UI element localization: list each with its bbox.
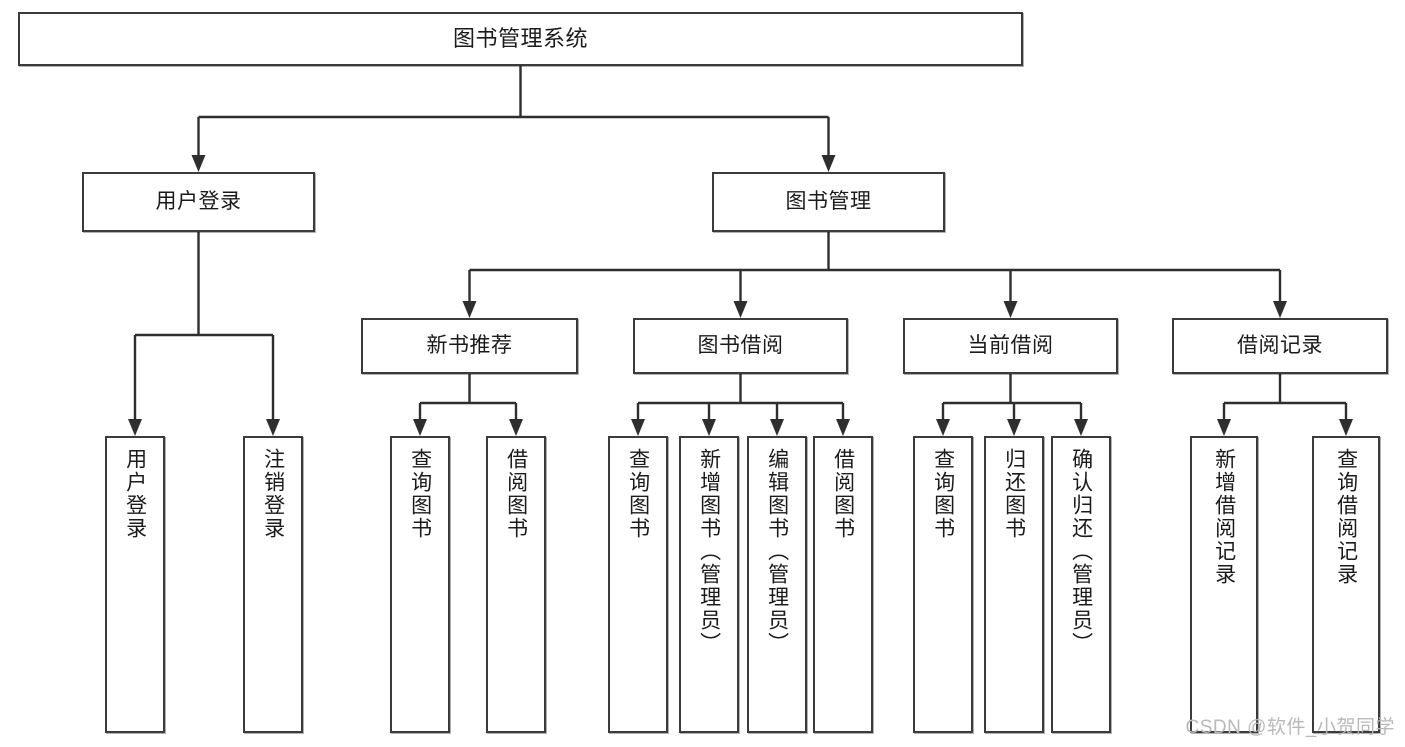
- node-bookmgmt[interactable]: 图书管理: [712, 172, 945, 232]
- arrowhead-leaf-add-book: [702, 419, 716, 436]
- node-leaf-add-book[interactable]: 新增图书（管理员）: [679, 436, 739, 733]
- node-label: 查询图书: [931, 448, 955, 540]
- node-leaf-confirm-return[interactable]: 确认归还（管理员）: [1051, 436, 1111, 733]
- arrowhead-leaf-confirm-return: [1074, 419, 1088, 436]
- arrowhead-leaf-query-book-2: [631, 419, 645, 436]
- arrowhead-leaf-return-book: [1007, 419, 1021, 436]
- node-records[interactable]: 借阅记录: [1172, 318, 1388, 374]
- node-label: 借阅图书: [831, 448, 855, 540]
- arrowhead-borrow: [733, 301, 748, 318]
- arrowhead-login: [191, 155, 206, 172]
- node-label: 图书管理系统: [452, 26, 588, 52]
- node-label: 图书借阅: [697, 333, 784, 357]
- node-current[interactable]: 当前借阅: [903, 318, 1118, 374]
- node-leaf-borrow-book-1[interactable]: 借阅图书: [486, 436, 546, 733]
- node-label: 查询图书: [408, 448, 432, 540]
- node-leaf-edit-book[interactable]: 编辑图书（管理员）: [747, 436, 807, 733]
- node-label: 当前借阅: [967, 333, 1054, 357]
- node-borrow[interactable]: 图书借阅: [633, 318, 848, 374]
- node-leaf-return-book[interactable]: 归还图书: [984, 436, 1044, 733]
- arrowhead-records: [1273, 301, 1287, 318]
- arrowhead-bookmgmt: [821, 155, 836, 172]
- node-label: 新增借阅记录: [1212, 448, 1236, 586]
- node-label: 编辑图书（管理员）: [765, 448, 789, 655]
- node-leaf-logout[interactable]: 注销登录: [243, 436, 303, 733]
- arrowhead-leaf-borrow-book-1: [509, 419, 523, 436]
- arrowhead-current: [1003, 301, 1018, 318]
- node-label: 用户登录: [123, 448, 147, 540]
- arrowhead-leaf-borrow-book-2: [836, 419, 850, 436]
- arrowhead-leaf-edit-book: [770, 419, 784, 436]
- node-root[interactable]: 图书管理系统: [18, 12, 1023, 66]
- node-label: 归还图书: [1002, 448, 1026, 540]
- node-label: 确认归还（管理员）: [1069, 448, 1093, 655]
- arrowhead-newbook: [462, 301, 477, 318]
- arrowhead-leaf-query-book-3: [936, 419, 950, 436]
- node-label: 新增图书（管理员）: [697, 448, 721, 655]
- node-label: 注销登录: [261, 448, 285, 540]
- node-leaf-borrow-book-2[interactable]: 借阅图书: [813, 436, 873, 733]
- arrowhead-leaf-user-login: [128, 419, 142, 436]
- node-label: 图书管理: [785, 189, 872, 213]
- node-leaf-add-record[interactable]: 新增借阅记录: [1190, 436, 1258, 733]
- node-label: 查询借阅记录: [1334, 448, 1358, 586]
- node-label: 查询图书: [626, 448, 650, 540]
- arrowhead-leaf-query-record: [1339, 419, 1353, 436]
- node-newbook[interactable]: 新书推荐: [361, 318, 578, 374]
- arrowhead-leaf-logout: [266, 419, 280, 436]
- node-label: 用户登录: [155, 189, 242, 213]
- arrowhead-leaf-add-record: [1217, 419, 1231, 436]
- node-label: 借阅记录: [1237, 333, 1323, 357]
- node-leaf-query-book-2[interactable]: 查询图书: [608, 436, 668, 733]
- node-label: 借阅图书: [504, 448, 528, 540]
- node-label: 新书推荐: [426, 333, 513, 357]
- node-leaf-user-login[interactable]: 用户登录: [105, 436, 165, 733]
- arrowhead-leaf-query-book-1: [413, 419, 427, 436]
- node-leaf-query-book-3[interactable]: 查询图书: [913, 436, 973, 733]
- node-login[interactable]: 用户登录: [82, 172, 315, 232]
- node-leaf-query-record[interactable]: 查询借阅记录: [1312, 436, 1380, 733]
- node-leaf-query-book-1[interactable]: 查询图书: [390, 436, 450, 733]
